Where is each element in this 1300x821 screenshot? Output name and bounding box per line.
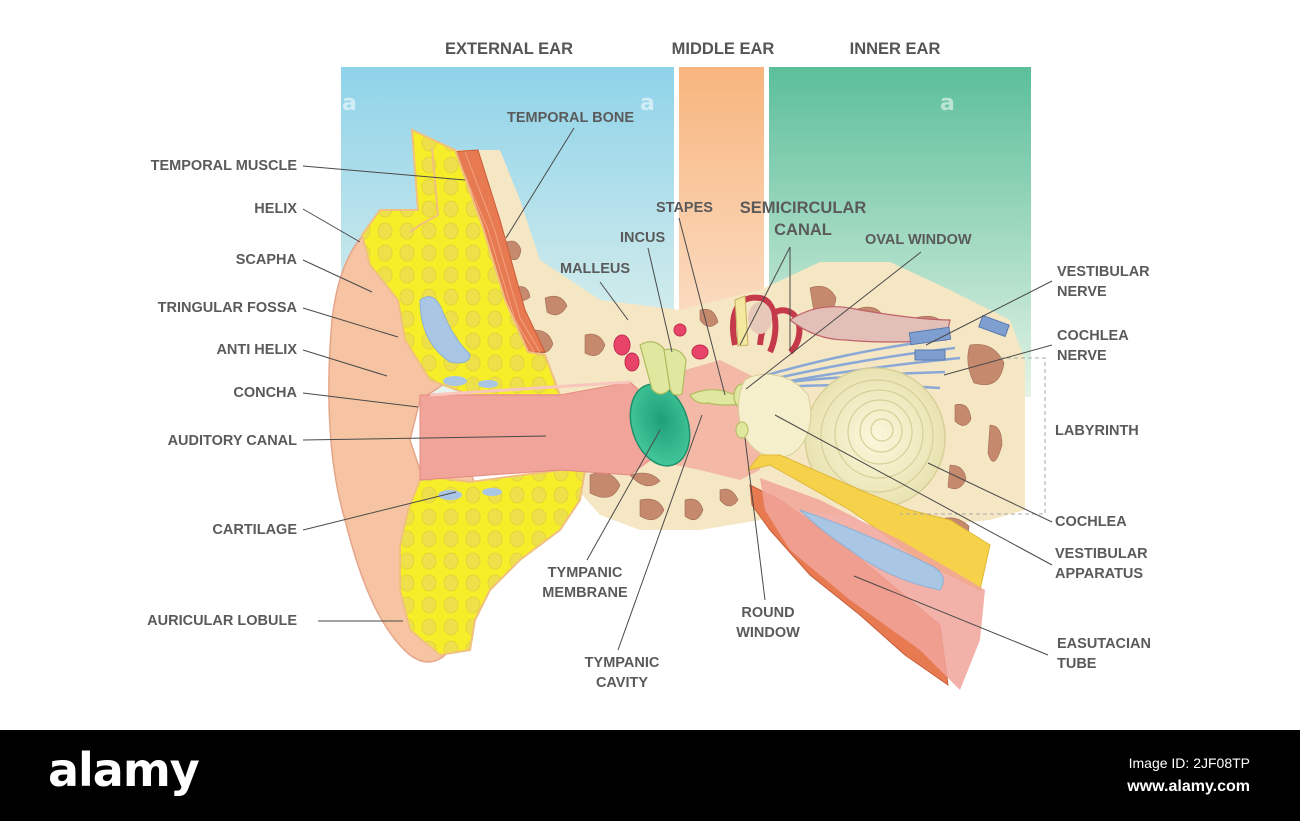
watermark-bar: alamy Image ID: 2JF08TP www.alamy.com	[0, 730, 1300, 821]
tympanic-membrane-label: TYMPANIC MEMBRANE	[530, 563, 640, 603]
svg-text:a: a	[640, 91, 655, 116]
cochlea-nerve-line-2: NERVE	[1057, 348, 1107, 364]
leader-lines	[302, 127, 1053, 656]
vestibular-nerve-line-1: VESTIBULAR	[1057, 264, 1150, 280]
anti-helix-label: ANTI HELIX	[216, 342, 297, 358]
tympanic-membrane-shape	[629, 383, 691, 467]
cochlea-label: COCHLEA	[1055, 514, 1127, 530]
incus-label: INCUS	[620, 230, 666, 246]
cochlea-nerve-label: COCHLEA NERVE	[1057, 326, 1129, 366]
eustachian-tube-line-2: TUBE	[1057, 656, 1097, 672]
upper-cartilage-shape	[360, 128, 562, 396]
concha-label: CONCHA	[233, 385, 297, 401]
external-ear-header: EXTERNAL EAR	[444, 40, 574, 58]
helix-label: HELIX	[254, 201, 297, 217]
tympanic-cavity-line-2: CAVITY	[595, 675, 649, 691]
temporal-muscle-label: TEMPORAL MUSCLE	[150, 158, 297, 174]
tympanic-membrane-line-2: MEMBRANE	[542, 585, 628, 601]
lower-cartilage-shape	[399, 469, 587, 657]
scapha-label: SCAPHA	[235, 252, 297, 268]
triangular-fossa-label: TRINGULAR FOSSA	[157, 300, 297, 316]
vestibular-nerve-label: VESTIBULAR NERVE	[1057, 262, 1150, 302]
image-id-text: Image ID: 2JF08TP	[1128, 755, 1250, 771]
vestibular-apparatus-shape	[737, 373, 812, 458]
ear-illustration: a a a	[302, 67, 1053, 690]
auditory-canal-label: AUDITORY CANAL	[167, 433, 297, 449]
temporal-bone-label: TEMPORAL BONE	[507, 110, 635, 126]
round-window-label: ROUND WINDOW	[718, 603, 818, 643]
tympanic-cavity-line-1: TYMPANIC	[584, 655, 660, 671]
labyrinth-label: LABYRINTH	[1055, 423, 1139, 439]
vestibular-apparatus-line-1: VESTIBULAR	[1055, 546, 1148, 562]
tympanic-membrane-line-1: TYMPANIC	[547, 565, 623, 581]
semicircular-canal-line-1: SEMICIRCULAR	[739, 199, 867, 217]
oval-window-label: OVAL WINDOW	[865, 232, 972, 248]
eustachian-tube-shape	[746, 454, 991, 591]
vestibular-apparatus-label: VESTIBULAR APPARATUS	[1055, 544, 1148, 584]
malleus-label: MALLEUS	[560, 261, 631, 277]
round-window-line-2: WINDOW	[736, 625, 800, 641]
cochlea-nerve-line-1: COCHLEA	[1057, 328, 1129, 344]
svg-text:a: a	[342, 91, 357, 116]
stapes-label: STAPES	[656, 200, 713, 216]
eustachian-tube-label: EASUTACIAN TUBE	[1057, 634, 1151, 674]
ear-anatomy-diagram: a a a EXTERNAL EAR MIDDLE EAR INNER EAR …	[147, 40, 1151, 693]
vestibular-apparatus-line-2: APPARATUS	[1055, 566, 1144, 582]
vestibular-nerve-line-2: NERVE	[1057, 284, 1107, 300]
semicircular-canal-line-2: CANAL	[774, 221, 832, 239]
semicircular-canal-label: SEMICIRCULAR CANAL	[728, 197, 878, 241]
round-window-line-1: ROUND	[741, 605, 795, 621]
source-url-text: www.alamy.com	[1127, 778, 1250, 795]
alamy-logo: alamy	[48, 743, 200, 797]
middle-ear-header: MIDDLE EAR	[671, 40, 775, 58]
auditory-canal-shape	[419, 381, 651, 481]
auricular-lobule-label: AURICULAR LOBULE	[147, 613, 297, 629]
cartilage-label: CARTILAGE	[212, 522, 297, 538]
inner-ear-header: INNER EAR	[849, 40, 941, 58]
eustachian-tube-line-1: EASUTACIAN	[1057, 636, 1151, 652]
tympanic-cavity-label: TYMPANIC CAVITY	[567, 653, 677, 693]
svg-text:a: a	[940, 91, 955, 116]
labyrinth-bracket	[900, 357, 1046, 515]
ossicles	[639, 341, 751, 409]
